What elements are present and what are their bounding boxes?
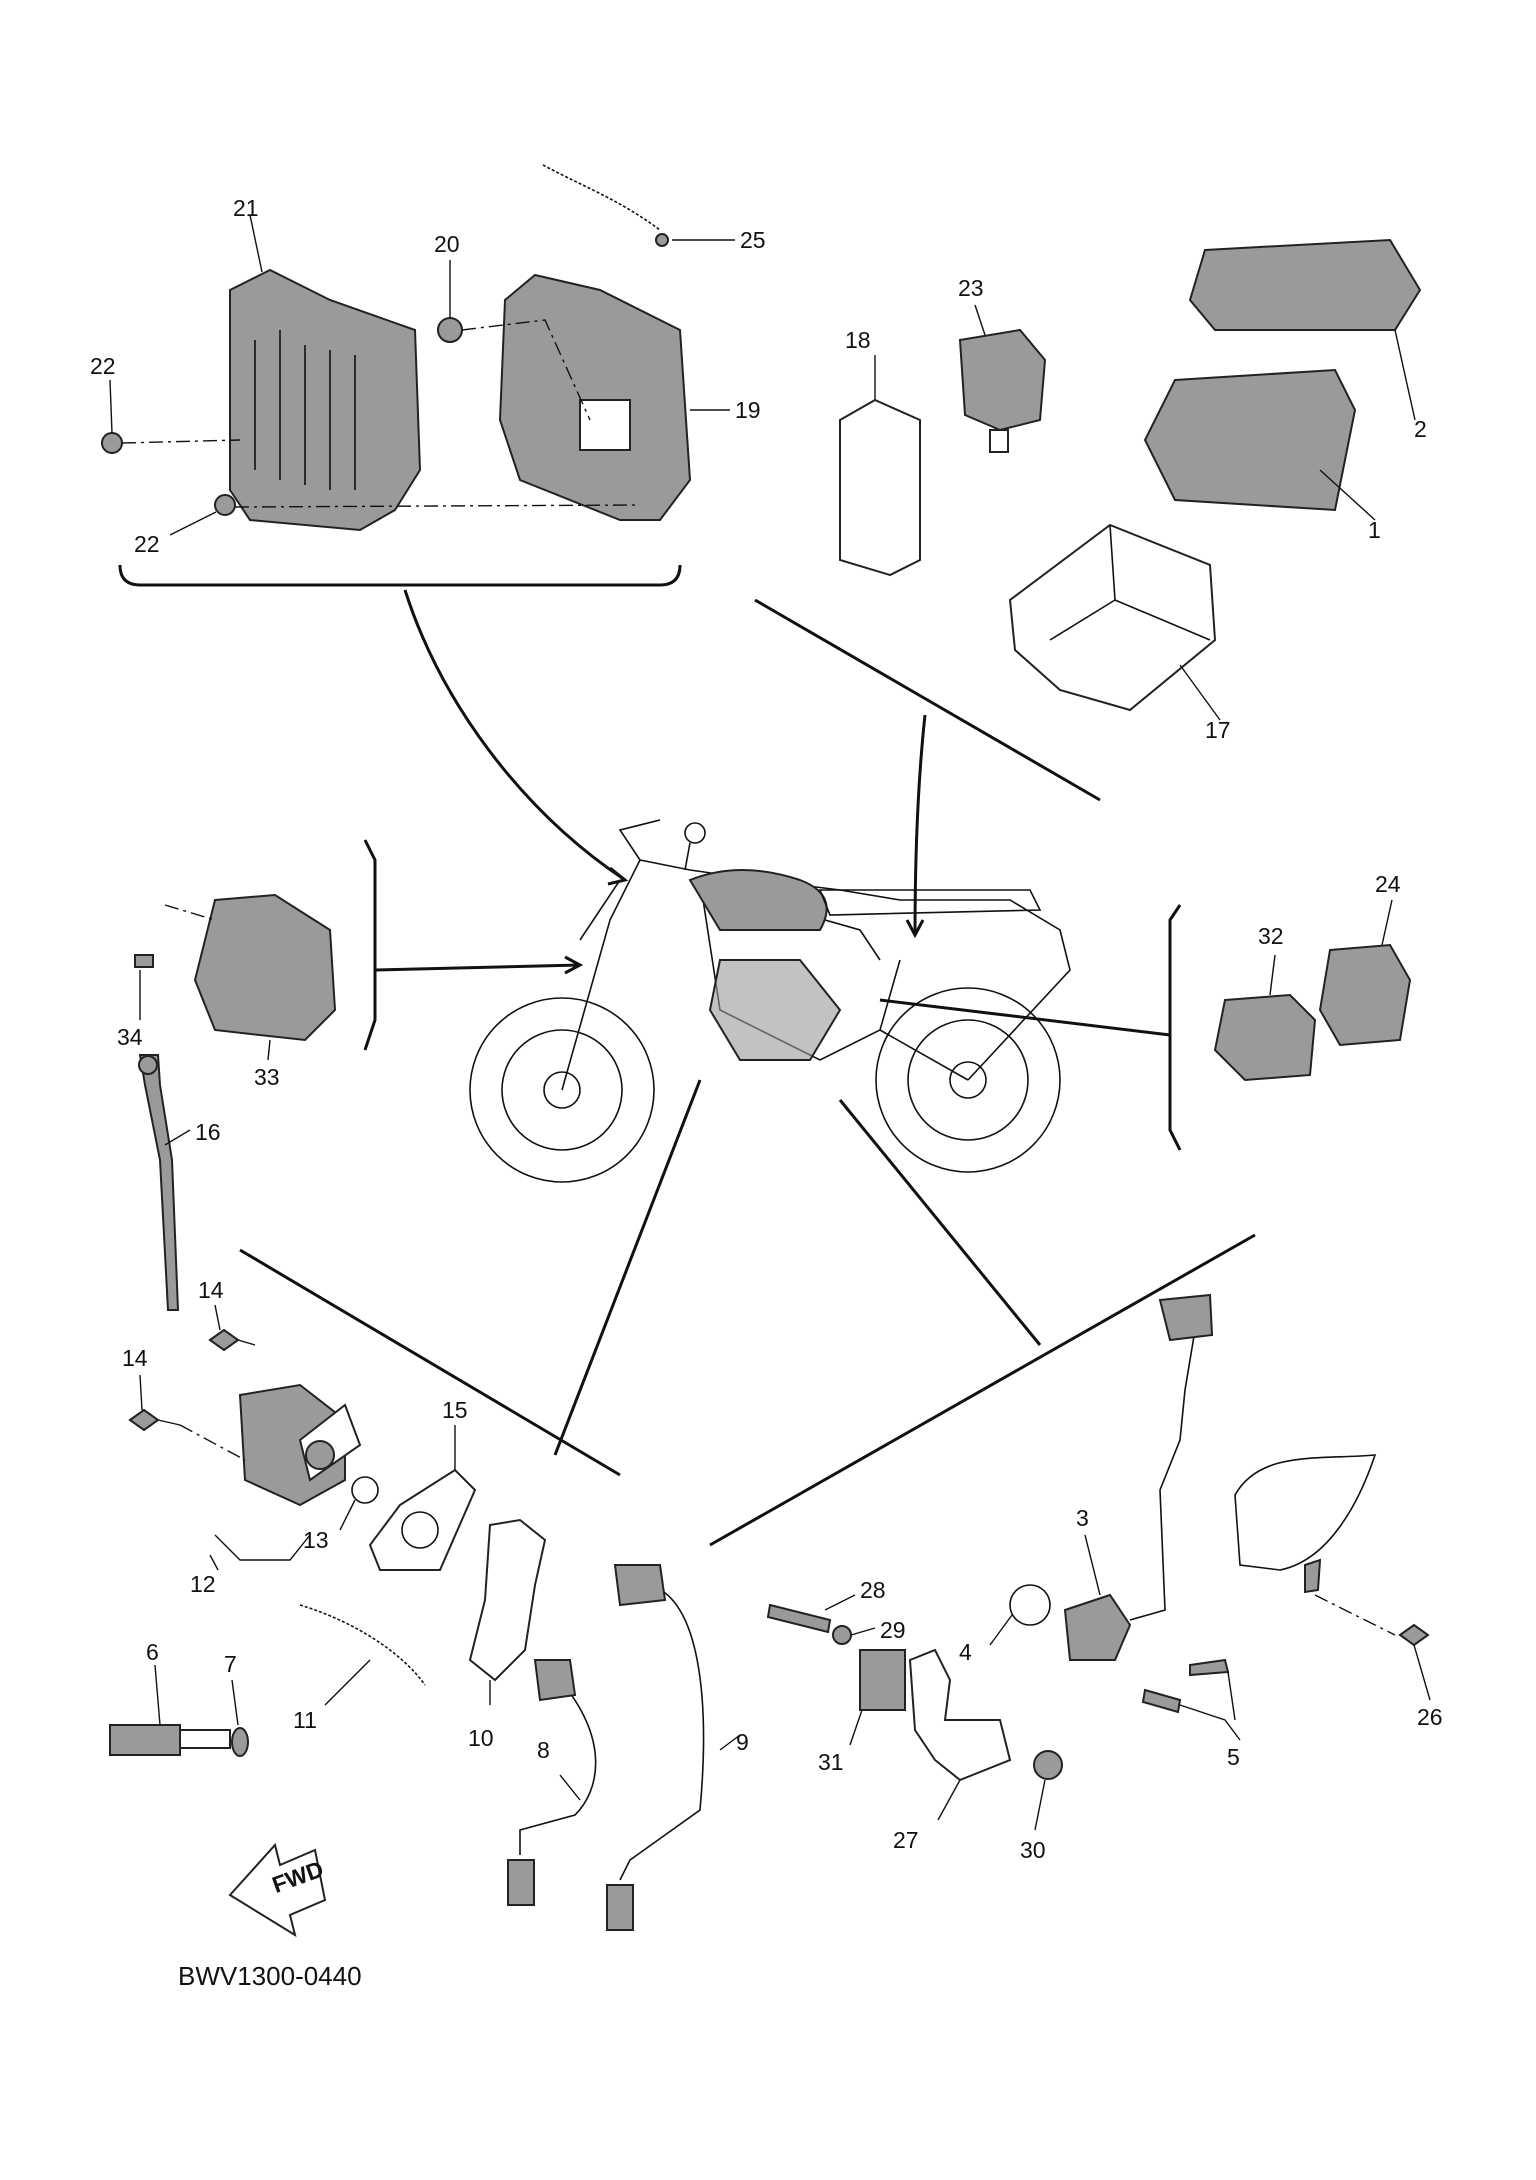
callout-16: 16 [195, 1119, 221, 1145]
screw-5b [1141, 1688, 1182, 1714]
sensor-8 [519, 1679, 597, 1855]
callout-31: 31 [818, 1749, 844, 1775]
callout-12: 12 [190, 1571, 216, 1597]
callout-2: 2 [1414, 416, 1427, 442]
cover-21 [229, 268, 422, 532]
callout-11: 11 [293, 1707, 317, 1733]
gasket-15 [368, 1468, 477, 1571]
o2-sensor-group [468, 1518, 741, 1931]
wire-11 [299, 1604, 426, 1686]
bolt-14b [128, 1408, 160, 1432]
bolt-26 [1398, 1623, 1430, 1647]
washer-29 [832, 1625, 852, 1645]
sensor-27 [908, 1648, 1012, 1782]
callout-22a: 22 [90, 353, 116, 379]
part-23 [958, 328, 1047, 432]
callout-15: 15 [442, 1397, 468, 1423]
sensor-3 [1063, 1593, 1132, 1661]
sensor-6-7-group [109, 1664, 249, 1757]
part-18 [839, 398, 921, 577]
callout-32: 32 [1258, 923, 1284, 949]
callout-3: 3 [1076, 1505, 1089, 1531]
part-2 [1188, 238, 1422, 331]
callout-25: 25 [740, 227, 766, 253]
screw-5a [1189, 1658, 1230, 1677]
relay-32 [1213, 993, 1317, 1082]
ecu-cover-group [101, 164, 735, 587]
callout-4: 4 [959, 1639, 972, 1665]
callout-numbers: 1 2 3 4 5 6 7 8 9 10 11 12 13 14 14 15 1… [90, 195, 1443, 1863]
callout-13: 13 [303, 1527, 329, 1553]
wire-11-group [299, 1604, 426, 1706]
callout-5: 5 [1227, 1744, 1240, 1770]
callout-14b: 14 [122, 1345, 148, 1371]
bolt-28 [766, 1603, 832, 1634]
callout-33: 33 [254, 1064, 280, 1090]
sensor-6 [109, 1724, 181, 1756]
callout-23: 23 [958, 275, 984, 301]
relay-24 [1318, 943, 1412, 1047]
callout-7: 7 [224, 1651, 237, 1677]
callout-20: 20 [434, 231, 460, 257]
callout-24: 24 [1375, 871, 1401, 897]
part-31 [859, 1649, 906, 1711]
callout-9: 9 [736, 1729, 749, 1755]
callout-10: 10 [468, 1725, 494, 1751]
bolt-22b [214, 494, 236, 516]
callout-27: 27 [893, 1827, 919, 1853]
grommet-20 [437, 317, 463, 343]
pointer-lines [403, 589, 1171, 1456]
stepper-valve-group [128, 1248, 621, 1571]
ecu-relay-group [754, 238, 1422, 802]
bolt-34 [134, 954, 154, 968]
washer-7 [231, 1727, 249, 1757]
wire-harness-25-clip [655, 233, 669, 247]
callout-18: 18 [845, 327, 871, 353]
fwd-arrow: FWD [228, 1842, 327, 1938]
callout-21: 21 [233, 195, 259, 221]
callout-19: 19 [735, 397, 761, 423]
part-17 [1008, 523, 1217, 712]
cap-4 [1009, 1584, 1051, 1626]
part-1 [1143, 368, 1357, 512]
callout-29: 29 [880, 1617, 906, 1643]
diagram-code: BWV1300-0440 [178, 1961, 362, 1991]
callout-28: 28 [860, 1577, 886, 1603]
callout-1: 1 [1368, 517, 1381, 543]
relay-group [1168, 899, 1412, 1151]
callout-14a: 14 [198, 1277, 224, 1303]
motorcycle-illustration [469, 819, 1071, 1183]
callout-8: 8 [537, 1737, 550, 1763]
nut-30 [1033, 1750, 1063, 1780]
bracket-26-area [1234, 1454, 1377, 1571]
tie-16-group [138, 1054, 191, 1311]
callout-17: 17 [1205, 717, 1231, 743]
bolt-14a [208, 1328, 240, 1352]
sensor-9 [619, 1584, 705, 1881]
oring-13 [351, 1476, 379, 1504]
horn-33 [193, 893, 337, 1042]
callout-34: 34 [117, 1024, 143, 1050]
callout-30: 30 [1020, 1837, 1046, 1863]
tie-16 [138, 1054, 180, 1311]
horn-group [134, 839, 584, 1061]
lower-right-group [709, 1233, 1431, 1831]
callout-6: 6 [146, 1639, 159, 1665]
bracket-10 [468, 1518, 547, 1682]
callout-22b: 22 [134, 531, 160, 557]
callout-26: 26 [1417, 1704, 1443, 1730]
cover-19 [498, 273, 692, 521]
wire-harness-25 [542, 164, 661, 231]
bolt-22a [101, 432, 123, 454]
